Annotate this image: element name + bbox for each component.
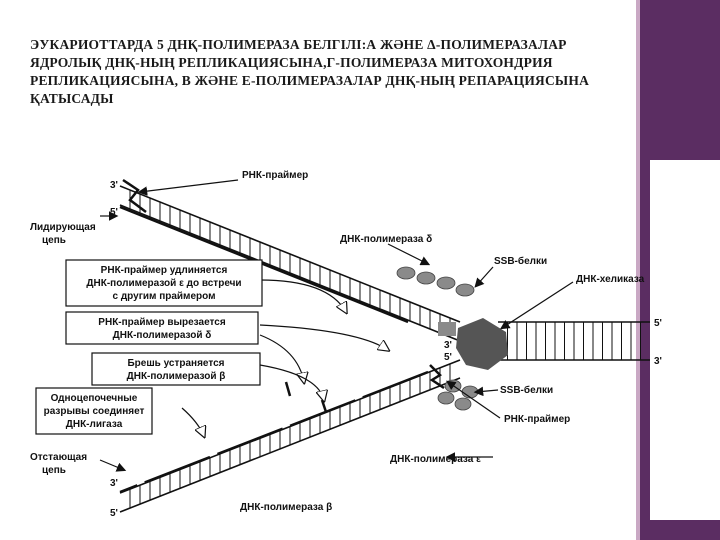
callout-box-ligase xyxy=(35,387,153,435)
box1-line1: РНК-праймер удлиняется xyxy=(101,265,228,276)
box1-line3: с другим праймером xyxy=(112,291,215,302)
label-ssb-bottom: SSB-белки xyxy=(500,384,553,396)
helicase-shape xyxy=(456,318,508,370)
label-rna-primer-top: РНК-праймер xyxy=(242,170,308,181)
label-lagging-strand-1: Отстающая xyxy=(30,452,87,463)
box1-line2: ДНК-полимеразой ε до встречи xyxy=(86,278,241,289)
callout-box-primer-extended xyxy=(65,259,263,307)
box2-line2: ДНК-полимеразой δ xyxy=(113,330,212,341)
box3-line1: Брешь устраняется xyxy=(127,358,224,369)
callout-box-gap-filled xyxy=(91,352,261,386)
label-5-end-bottom: 5' xyxy=(110,508,118,519)
label-ssb-top: SSB-белки xyxy=(494,255,547,267)
dna-replication-fork-diagram: РНК-праймер 3' 5' Лидирующая цепь ДНК-по… xyxy=(28,160,683,525)
callout-box-primer-removed xyxy=(65,311,259,345)
box3-line2: ДНК-полимеразой β xyxy=(127,371,226,382)
label-3-end-top: 3' xyxy=(110,180,118,191)
label-dna-helicase: ДНК-хеликаза xyxy=(576,274,645,285)
label-lagging-strand-2: цепь xyxy=(42,465,66,476)
label-5-end-right: 5' xyxy=(654,318,662,329)
primer-zigzag-bottom xyxy=(429,364,445,390)
label-leading-strand-1: Лидирующая xyxy=(30,222,96,233)
box4-line1: Одноцепочечные xyxy=(51,393,138,404)
label-fork-3: 3' xyxy=(444,340,452,351)
label-fork-5: 5' xyxy=(444,352,452,363)
box2-line1: РНК-праймер вырезается xyxy=(98,317,226,328)
label-dna-pol-beta: ДНК-полимераза β xyxy=(240,502,332,513)
side-panel-white-block xyxy=(650,160,720,520)
lagging-strand-duplex xyxy=(119,359,461,513)
label-rna-primer-bottom: РНК-праймер xyxy=(504,414,570,425)
parental-duplex xyxy=(498,321,650,361)
box4-line2: разрывы соединяет xyxy=(44,406,145,417)
label-dna-pol-epsilon: ДНК-полимераза ε xyxy=(390,454,481,465)
ssb-proteins-top xyxy=(396,266,475,297)
box4-line3: ДНК-лигаза xyxy=(66,419,123,430)
dna-polymerase-delta-shape xyxy=(438,322,456,336)
side-accent-strip xyxy=(636,0,640,540)
label-5-end-top: 5' xyxy=(110,207,118,218)
leading-strand-duplex xyxy=(119,185,461,342)
label-dna-pol-delta: ДНК-полимераза δ xyxy=(340,234,432,245)
label-3-end-bottom: 3' xyxy=(110,478,118,489)
label-leading-strand-2: цепь xyxy=(42,235,66,246)
label-3-end-right: 3' xyxy=(654,356,662,367)
slide-title: ЭУКАРИОТТАРДА 5 ДНҚ-ПОЛИМЕРАЗА БЕЛГІЛІ:А… xyxy=(30,37,590,106)
primer-zigzag-top xyxy=(122,178,147,213)
